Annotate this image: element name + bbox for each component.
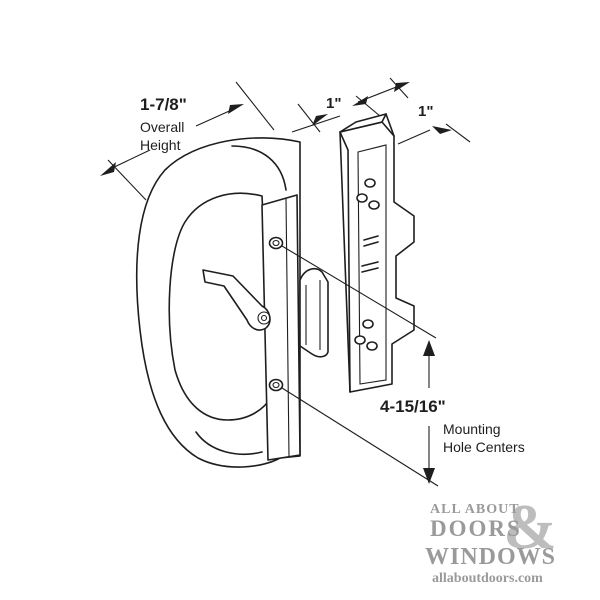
- watermark-ampersand: &: [503, 491, 556, 562]
- hole-centers-value: 4-15/16": [380, 397, 446, 416]
- hole-centers-label-1: Mounting: [443, 421, 501, 437]
- door-handle: [135, 137, 329, 468]
- hole-centers-label-2: Hole Centers: [443, 439, 525, 455]
- dim-width: [352, 77, 471, 145]
- watermark-line1: ALL ABOUT: [430, 502, 520, 517]
- watermark-url: allaboutdoors.com: [432, 571, 543, 586]
- keeper-plate: [339, 113, 415, 393]
- watermark-line2: DOORS: [430, 516, 522, 541]
- watermark-line3: WINDOWS: [425, 544, 556, 570]
- keeper-pins: [354, 178, 380, 351]
- overall-height-value: 1-7/8": [140, 95, 187, 114]
- width-value: 1": [418, 103, 433, 120]
- site-watermark: & ALL ABOUT DOORS WINDOWS allaboutdoors.…: [425, 491, 557, 586]
- dim-overall-height: [100, 81, 275, 201]
- dim-hole-centers: [281, 245, 439, 487]
- depth-value: 1": [326, 95, 341, 112]
- overall-height-label-1: Overall: [140, 119, 184, 135]
- dim-depth: [291, 103, 341, 133]
- overall-height-label-2: Height: [140, 137, 181, 153]
